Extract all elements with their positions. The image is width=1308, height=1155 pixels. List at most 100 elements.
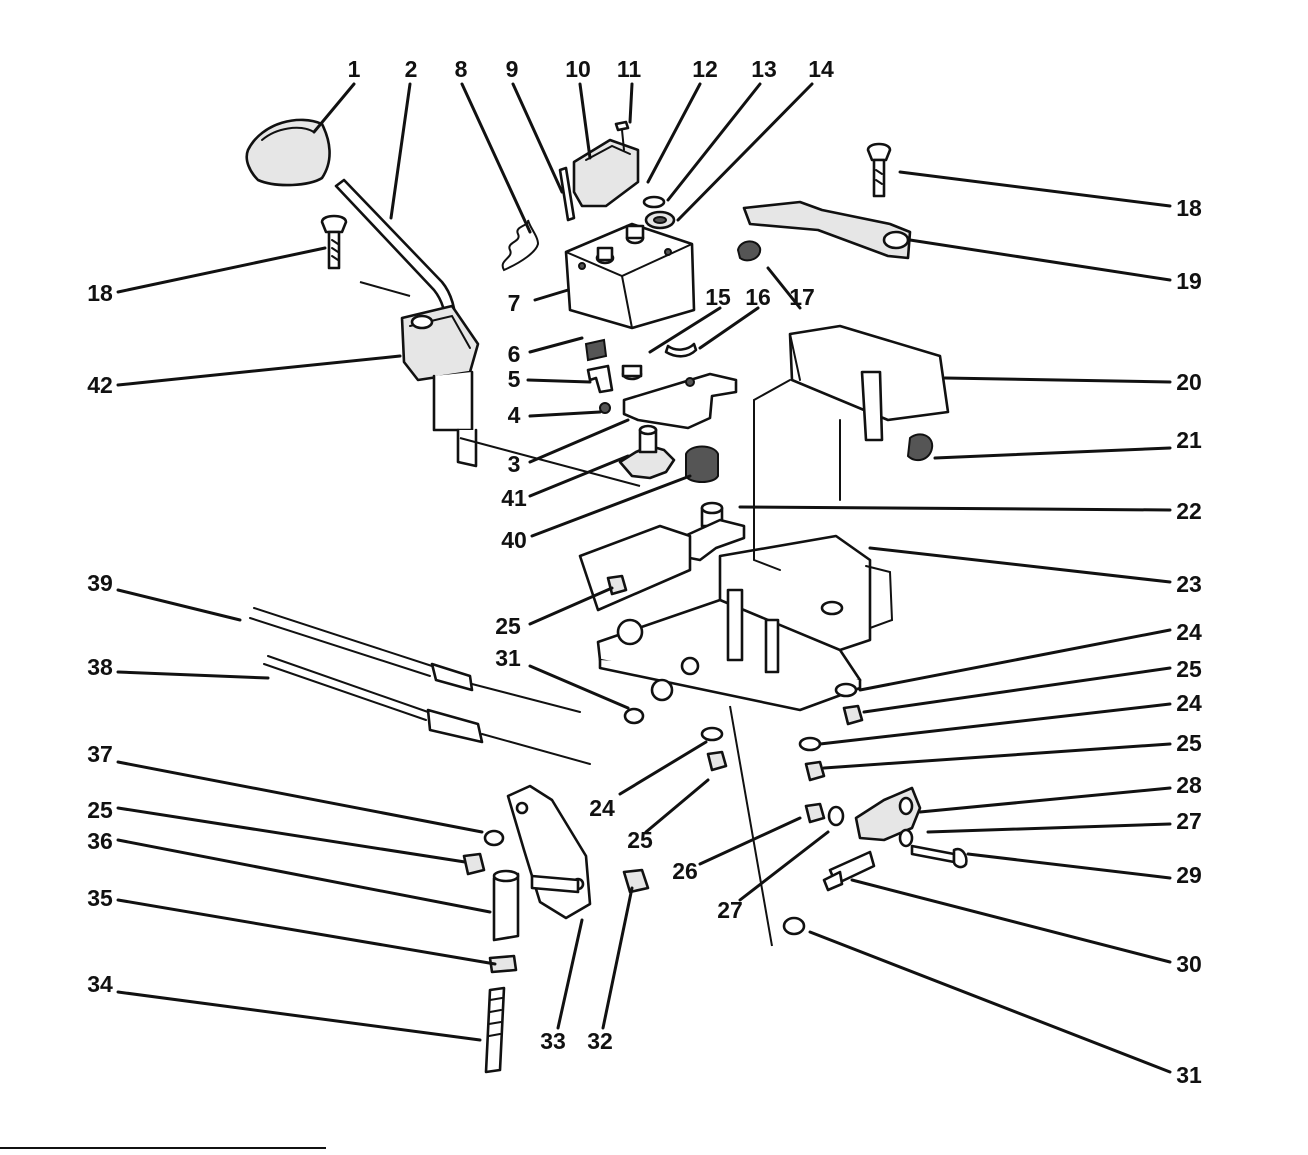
callout-31: 31 [1176,1062,1202,1088]
part-25-nut-c [804,760,826,782]
part-3-lever-plate [622,372,738,430]
part-19-arm [742,200,912,260]
callout-18: 18 [87,280,113,306]
part-25-nut-d [706,750,728,772]
callout-42: 42 [87,372,113,398]
callout-19: 19 [1176,268,1202,294]
callout-25: 25 [1176,730,1202,756]
leader-line [528,664,630,710]
part-35-nut [488,954,518,974]
leader-line [808,930,1172,1074]
callout-1: 1 [348,56,361,82]
leader-line [898,170,1172,208]
leader-line [628,82,634,124]
leader-line [460,82,532,234]
leader-line [618,740,708,796]
leader-line [116,670,270,680]
part-20-housing [753,324,950,571]
part-26-nut [804,802,826,824]
leader-line [116,354,402,387]
part-36-sleeve [492,869,520,942]
callout-24: 24 [1176,619,1202,645]
callout-33: 33 [540,1028,566,1054]
leader-line [528,410,602,418]
callout-18: 18 [1176,195,1202,221]
callout-3: 3 [508,451,521,477]
callout-25: 25 [87,797,113,823]
part-37-washer [483,829,505,847]
leader-line [822,742,1172,770]
part-7-housing [564,222,696,330]
leader-line [766,266,802,310]
leader-line [528,586,614,626]
part-15-bushing [621,364,643,381]
callout-9: 9 [506,56,519,82]
leader-line [116,838,492,914]
leader-line [116,990,482,1042]
callout-13: 13 [751,56,777,82]
leader-line [738,505,1172,512]
leader-line [530,474,692,538]
callout-16: 16 [745,284,771,310]
leader-line [666,82,762,202]
callout-39: 39 [87,570,113,596]
leader-line [578,82,592,160]
leader-line [933,446,1172,460]
callout-25: 25 [1176,656,1202,682]
part-27-washer-b [898,828,914,848]
part-13-washer [642,195,666,209]
leader-line [116,588,242,622]
callout-10: 10 [565,56,591,82]
part-16-clip [664,342,698,358]
leader-line [528,336,584,354]
leader-lines [116,82,1172,1074]
callout-38: 38 [87,654,113,680]
callout-35: 35 [87,885,113,911]
leader-line [918,786,1172,814]
leader-line [943,376,1172,384]
callout-28: 28 [1176,772,1202,798]
callout-8: 8 [455,56,468,82]
part-17-spring [736,240,762,262]
part-25-nut-a [606,574,628,596]
leader-line [511,82,564,194]
callout-17: 17 [789,284,815,310]
callout-24: 24 [1176,690,1202,716]
leader-line [528,454,630,498]
part-9-pin [558,166,576,222]
leader-line [646,82,702,184]
callout-32: 32 [587,1028,613,1054]
callout-27: 27 [1176,808,1202,834]
part-27-washer-a [827,805,845,827]
leader-line [818,702,1172,746]
callout-26: 26 [672,858,698,884]
leader-line [116,806,467,864]
callout-31: 31 [495,645,521,671]
part-42-lever-bracket [359,281,480,468]
callout-34: 34 [87,971,113,997]
part-32-nut [622,868,650,894]
callout-36: 36 [87,828,113,854]
part-8-spring [501,219,540,272]
part-29-bolt [910,844,968,869]
part-23-main-bracket [578,524,894,712]
callout-22: 22 [1176,498,1202,524]
part-24-washer-c [700,726,724,742]
callout-25: 25 [627,827,653,853]
leader-line [644,778,710,834]
part-33-bracket [506,784,592,920]
callout-5: 5 [508,366,521,392]
part-5-clip [586,364,614,394]
callout-41: 41 [501,485,527,511]
leader-line [738,830,830,902]
callout-2: 2 [405,56,418,82]
leader-line [533,288,570,302]
leader-line [389,82,412,220]
callout-14: 14 [808,56,834,82]
part-11-screw [614,120,630,151]
leader-line [908,238,1172,282]
part-40-spring [685,445,719,483]
leader-line [601,886,634,1030]
callout-11: 11 [617,56,642,82]
part-6-spring [584,338,608,362]
